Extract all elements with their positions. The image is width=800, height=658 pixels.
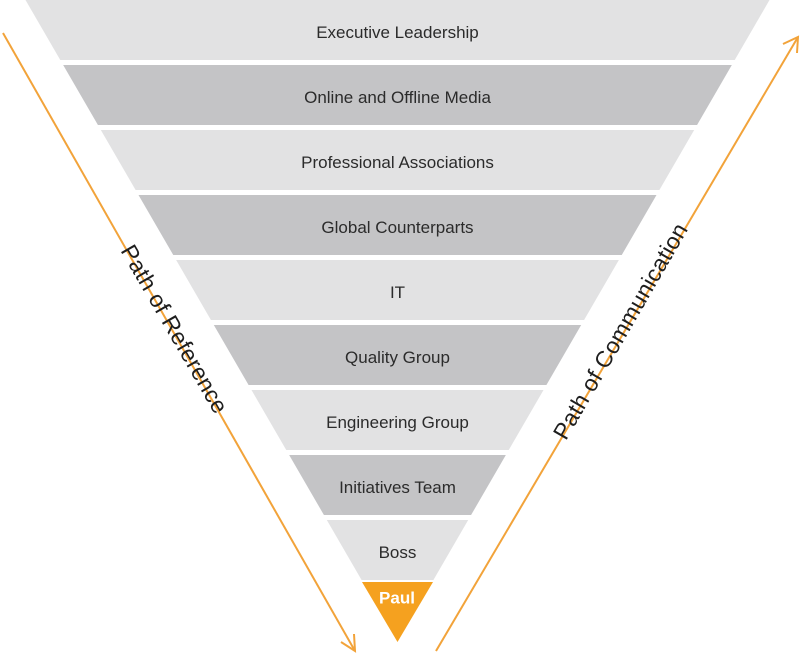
layer-label: Quality Group bbox=[345, 348, 450, 367]
layer-band bbox=[25, 0, 770, 60]
layer-label: Initiatives Team bbox=[339, 478, 456, 497]
left-arrowhead-icon bbox=[340, 633, 357, 653]
layer-label: Engineering Group bbox=[326, 413, 469, 432]
right-arrow-line bbox=[435, 36, 799, 652]
right-arrowhead-icon bbox=[782, 35, 800, 54]
left-arrow-line bbox=[2, 32, 356, 652]
apex-segment: Paul bbox=[362, 582, 433, 642]
layer-label: Executive Leadership bbox=[316, 23, 479, 42]
apex-triangle bbox=[362, 582, 433, 642]
layer-band bbox=[63, 65, 732, 125]
layer-band bbox=[138, 195, 657, 255]
layer-band bbox=[326, 520, 469, 580]
layer-label: Boss bbox=[379, 543, 417, 562]
layer-band bbox=[213, 325, 582, 385]
layer-band bbox=[251, 390, 544, 450]
layer-band bbox=[100, 130, 695, 190]
layer-label: Professional Associations bbox=[301, 153, 494, 172]
layer-band bbox=[176, 260, 619, 320]
apex-label: Paul bbox=[379, 588, 415, 607]
layer-label: Online and Offline Media bbox=[304, 88, 491, 107]
layer-label: Global Counterparts bbox=[321, 218, 473, 237]
layer-band bbox=[289, 455, 506, 515]
layer-label: IT bbox=[390, 283, 405, 302]
